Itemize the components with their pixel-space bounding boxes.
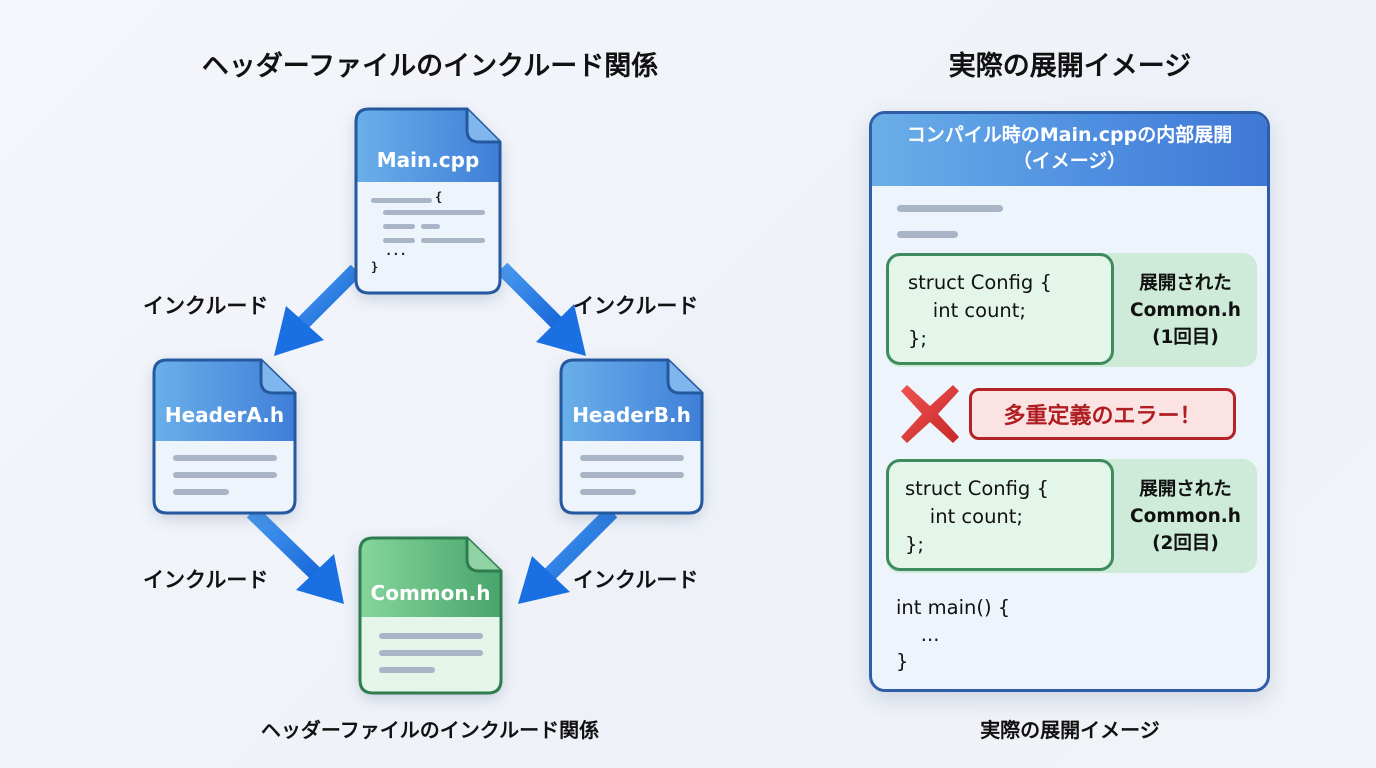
file-name: HeaderA.h xyxy=(164,403,285,427)
expansion-label-line: (1回目) xyxy=(1152,326,1219,348)
panel-header-line2: （イメージ） xyxy=(1012,150,1127,172)
left-caption: ヘッダーファイルのインクルード関係 xyxy=(260,718,600,742)
code-line: struct Config { xyxy=(905,477,1049,500)
document-icon xyxy=(354,107,502,295)
expansion-panel: コンパイル時のMain.cppの内部展開 （イメージ） struct Confi… xyxy=(869,111,1270,692)
code-line: }; xyxy=(908,327,927,350)
arrow-header-a-to-common xyxy=(246,506,344,604)
arrow-main-to-header-b xyxy=(496,262,586,356)
error-badge: 多重定義のエラー！ xyxy=(969,388,1236,440)
file-name: HeaderB.h xyxy=(572,403,691,427)
main-code-line: } xyxy=(896,650,909,673)
snippet-ellipsis: ... xyxy=(385,244,407,258)
main-code-line: ... xyxy=(896,623,940,646)
file-name: Main.cpp xyxy=(376,148,480,172)
arrow-main-to-header-a xyxy=(274,264,362,356)
document-icon xyxy=(152,358,297,515)
placeholder-line xyxy=(897,205,1003,212)
code-line: }; xyxy=(905,533,924,556)
edge-label-main-to-a: インクルード xyxy=(143,294,269,318)
document-icon xyxy=(559,358,704,515)
panel-header: コンパイル時のMain.cppの内部展開 （イメージ） xyxy=(872,114,1267,186)
expansion-label-line: (2回目) xyxy=(1152,532,1219,554)
file-common-h[interactable]: Common.h xyxy=(358,536,503,695)
expansion-block-1: struct Config { int count; }; 展開された Comm… xyxy=(886,253,1257,367)
main-code-line: int main() { xyxy=(896,596,1011,619)
edge-label-main-to-b: インクルード xyxy=(573,294,699,318)
file-header-a[interactable]: HeaderA.h xyxy=(152,358,297,515)
edge-label-b-to-common: インクルード xyxy=(573,568,699,592)
code-box: struct Config { int count; }; xyxy=(886,459,1114,571)
code-line: int count; xyxy=(905,505,1023,528)
cross-mark-icon xyxy=(901,385,959,443)
expansion-label-line: 展開された xyxy=(1139,272,1232,294)
left-title: ヘッダーファイルのインクルード関係 xyxy=(201,51,659,82)
snippet-open-brace: { xyxy=(435,190,443,204)
code-line: struct Config { xyxy=(908,271,1052,294)
expansion-label-line: Common.h xyxy=(1130,299,1241,321)
panel-header-line1: コンパイル時のMain.cppの内部展開 xyxy=(906,124,1233,146)
expansion-label-line: 展開された xyxy=(1139,478,1232,500)
edge-label-a-to-common: インクルード xyxy=(143,568,269,592)
expansion-label: 展開された Common.h (1回目) xyxy=(1114,253,1257,367)
file-header-b[interactable]: HeaderB.h xyxy=(559,358,704,515)
expansion-label-line: Common.h xyxy=(1130,505,1241,527)
expansion-label: 展開された Common.h (2回目) xyxy=(1114,459,1257,573)
snippet-close-brace: } xyxy=(371,260,379,274)
right-caption: 実際の展開イメージ xyxy=(980,718,1160,742)
code-line: int count; xyxy=(908,299,1026,322)
placeholder-line xyxy=(897,231,958,238)
file-main-cpp[interactable]: Main.cpp { ... } xyxy=(354,107,502,295)
right-title: 実際の展開イメージ xyxy=(948,51,1192,82)
arrow-header-b-to-common xyxy=(518,506,618,604)
arrows-layer xyxy=(246,262,618,604)
expansion-block-2: struct Config { int count; }; 展開された Comm… xyxy=(886,459,1257,573)
code-box: struct Config { int count; }; xyxy=(886,253,1114,365)
file-name: Common.h xyxy=(370,581,491,605)
document-icon xyxy=(358,536,503,695)
